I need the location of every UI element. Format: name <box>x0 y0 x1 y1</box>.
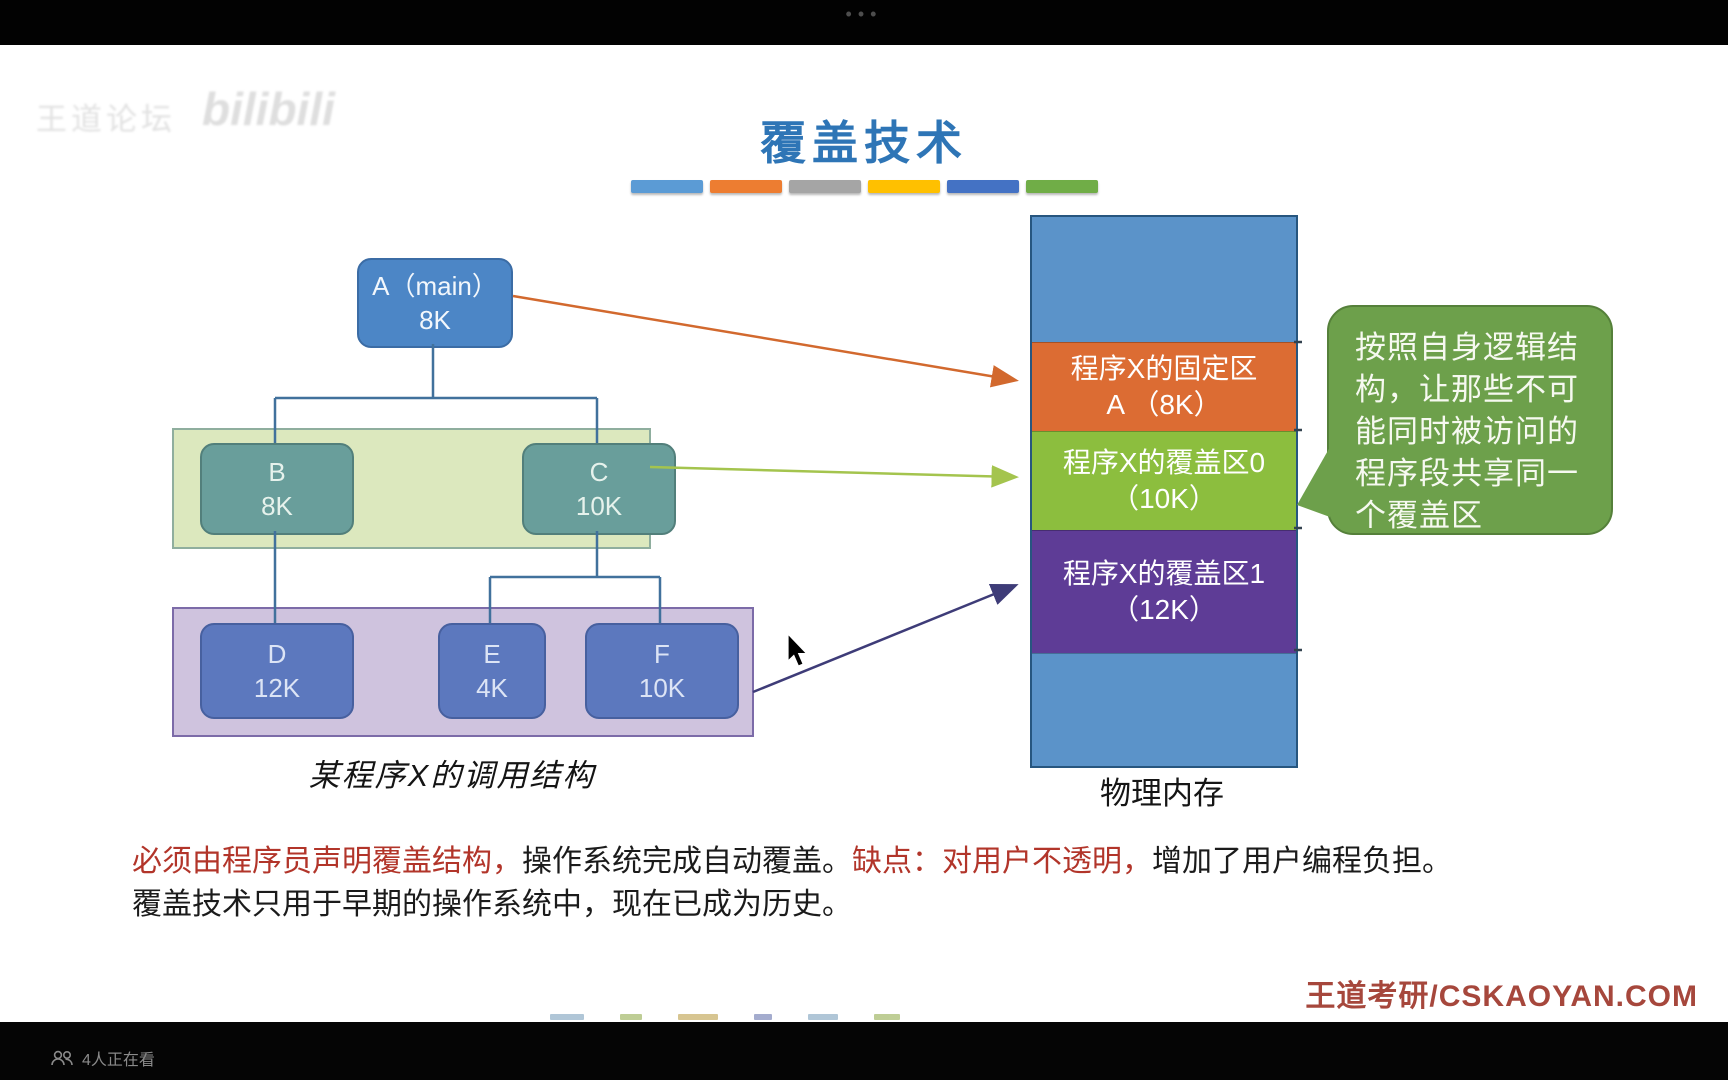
node-c-label: C <box>589 457 609 487</box>
drag-handle-dots: ••• <box>845 4 883 24</box>
bubble-line-4: 程序段共享同一 <box>1355 456 1579 491</box>
overlay0-label: 程序X的覆盖区0 <box>1062 447 1266 478</box>
node-d-size: 12K <box>253 673 301 703</box>
fixed-area-label: 程序X的固定区 <box>1070 353 1258 384</box>
compression-artifact-strip <box>550 1014 900 1020</box>
memory-fixed-area: 程序X的固定区 A （8K） <box>1032 342 1296 431</box>
artifact <box>620 1014 642 1020</box>
memory-overlay-area-0: 程序X的覆盖区0 （10K） <box>1032 431 1296 530</box>
node-a-size: 8K <box>419 305 451 335</box>
node-b-size: 8K <box>261 491 293 521</box>
node-e-label: E <box>483 639 501 669</box>
dash-blue <box>630 180 703 193</box>
player-top-bar: ••• <box>0 0 1728 45</box>
dash-green <box>1025 180 1098 193</box>
watermark: 王道论坛 bilibili <box>36 82 335 139</box>
tree-node-a: A（main） 8K <box>357 258 513 348</box>
bubble-line-3: 能同时被访问的 <box>1355 414 1579 449</box>
bilibili-logo: bilibili <box>202 83 335 135</box>
viewers-icon <box>51 1050 73 1065</box>
node-f-label: F <box>654 639 670 669</box>
notes-line-2: 覆盖技术只用于早期的操作系统中，现在已成为历史。 <box>132 888 852 921</box>
bubble-line-5: 个覆盖区 <box>1355 498 1483 533</box>
overlay1-label: 程序X的覆盖区1 <box>1062 558 1266 589</box>
note-emphasis-2: 缺点：对用户不透明， <box>852 845 1152 878</box>
node-f-size: 10K <box>638 673 686 703</box>
watermark-forum-text: 王道论坛 <box>36 102 176 137</box>
call-tree-caption: 某程序X的调用结构 <box>308 758 596 793</box>
overlay1-size: （12K） <box>1111 594 1217 625</box>
player-bottom-bar <box>0 1022 1728 1080</box>
tree-node-b: B 8K <box>200 443 354 535</box>
node-c-size: 10K <box>575 491 623 521</box>
tree-node-d: D 12K <box>200 623 354 719</box>
bubble-line-1: 按照自身逻辑结 <box>1355 330 1579 365</box>
fixed-area-size: A （8K） <box>1106 389 1222 420</box>
dash-gray <box>788 180 861 193</box>
brand-logo-text: 王道考研/CSKAOYAN.COM <box>1305 980 1698 1013</box>
artifact <box>678 1014 718 1020</box>
memory-caption: 物理内存 <box>1100 776 1224 811</box>
callout-bubble: 按照自身逻辑结 构，让那些不可 能同时被访问的 程序段共享同一 个覆盖区 <box>1327 305 1613 535</box>
note-plain-2: 增加了用户编程负担。 <box>1152 845 1452 878</box>
node-d-label: D <box>267 639 287 669</box>
memory-overlay-area-1: 程序X的覆盖区1 （12K） <box>1032 530 1296 653</box>
note-emphasis-1: 必须由程序员声明覆盖结构， <box>132 845 522 878</box>
artifact <box>874 1014 900 1020</box>
dash-yellow <box>867 180 940 193</box>
node-e-size: 4K <box>476 673 508 703</box>
memory-free-top <box>1032 217 1296 342</box>
node-b-label: B <box>268 457 286 487</box>
bubble-line-2: 构，让那些不可 <box>1355 372 1579 407</box>
overlay0-size: （10K） <box>1111 483 1217 514</box>
node-a-label: A（main） <box>372 271 498 301</box>
dash-darkblue <box>946 180 1019 193</box>
artifact <box>550 1014 584 1020</box>
title-underline-dashes <box>0 180 1728 193</box>
notes-line-1: 必须由程序员声明覆盖结构，操作系统完成自动覆盖。缺点：对用户不透明，增加了用户编… <box>132 840 1612 883</box>
tree-node-e: E 4K <box>438 623 546 719</box>
tree-node-c: C 10K <box>522 443 676 535</box>
note-plain-1: 操作系统完成自动覆盖。 <box>522 845 852 878</box>
page-title: 覆盖技术 <box>760 118 968 169</box>
tree-node-f: F 10K <box>585 623 739 719</box>
viewers-count-label: 4人正在看 <box>82 1052 155 1069</box>
artifact <box>754 1014 772 1020</box>
viewers-status: 4人正在看 <box>50 1046 155 1070</box>
dash-orange <box>709 180 782 193</box>
memory-free-bottom <box>1032 653 1296 766</box>
summary-notes: 必须由程序员声明覆盖结构，操作系统完成自动覆盖。缺点：对用户不透明，增加了用户编… <box>132 840 1612 926</box>
physical-memory-column: 程序X的固定区 A （8K） 程序X的覆盖区0 （10K） 程序X的覆盖区1 （… <box>1030 215 1298 768</box>
artifact <box>808 1014 838 1020</box>
